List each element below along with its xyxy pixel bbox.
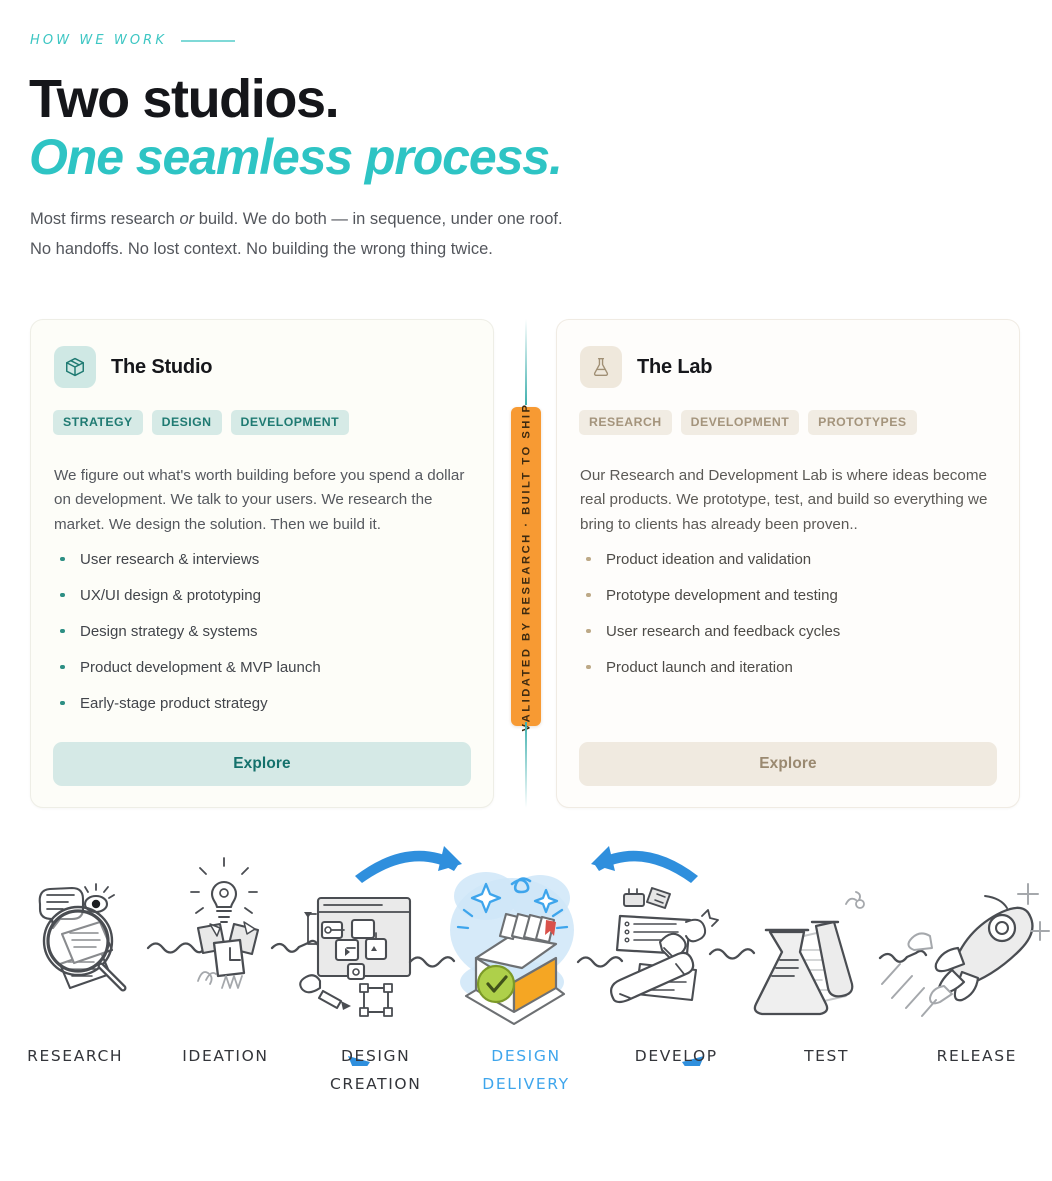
card-title: The Lab	[637, 355, 713, 378]
status-badge-label: VALIDATED BY RESEARCH · BUILT TO SHIP	[520, 402, 532, 731]
lede-emphasis: or	[179, 210, 195, 228]
process-step-label-line1: DESIGN	[491, 1047, 561, 1065]
flask-tube-icon	[753, 891, 865, 1016]
list-item: UX/UI design & prototyping	[60, 586, 493, 622]
process-step-develop: DEVELOP	[601, 1042, 751, 1098]
process-step-label-line1: DESIGN	[341, 1047, 411, 1065]
eyebrow-label: HOW WE WORK	[30, 33, 167, 48]
process-step-design-creation: DESIGN CREATION	[301, 1042, 451, 1098]
list-item: Product ideation and validation	[586, 550, 1019, 586]
process-step-label-line1: TEST	[804, 1047, 850, 1065]
card-description: Our Research and Development Lab is wher…	[580, 467, 988, 533]
card-the-lab[interactable]: The Lab RESEARCH DEVELOPMENT PROTOTYPES …	[556, 319, 1020, 808]
tag-research: RESEARCH	[579, 410, 672, 435]
list-item: User research and feedback cycles	[586, 622, 1019, 658]
card-header: The Lab	[557, 320, 1019, 388]
page-title-line-2: One seamless process.	[29, 129, 563, 185]
process-step-label-line1: RELEASE	[936, 1047, 1018, 1065]
flow-arrow-bottom-right	[682, 1056, 704, 1066]
process-step-research: RESEARCH	[0, 1042, 150, 1098]
connector-line-bottom	[525, 722, 527, 808]
card-header: The Studio	[31, 320, 493, 388]
process-step-labels: RESEARCH IDEATION DESIGN CREATION DESIGN…	[0, 1042, 1052, 1098]
process-step-design-delivery: DESIGN DELIVERY	[451, 1042, 601, 1098]
flask-icon	[580, 346, 622, 388]
eyebrow-rule	[180, 40, 235, 42]
wireframe-pen-icon	[299, 896, 412, 1017]
list-item: Product launch and iteration	[586, 658, 1019, 677]
process-step-test: TEST	[751, 1042, 901, 1098]
lede-text-a: Most firms research	[30, 210, 180, 228]
tag-development: DEVELOPMENT	[230, 410, 350, 435]
flow-arrow-bottom-left	[348, 1056, 370, 1066]
process-step-label-line2: DELIVERY	[482, 1075, 570, 1093]
flow-arrow-top-right	[591, 846, 698, 883]
process-step-label-line2: CREATION	[329, 1075, 422, 1093]
explore-button-lab[interactable]: Explore	[579, 742, 997, 786]
process-step-label-line1: RESEARCH	[27, 1047, 124, 1065]
card-title: The Studio	[111, 355, 213, 378]
process-step-release: RELEASE	[902, 1042, 1052, 1098]
tag-prototypes: PROTOTYPES	[808, 410, 917, 435]
eyebrow: HOW WE WORK	[30, 33, 235, 48]
tag-development: DEVELOPMENT	[680, 410, 800, 435]
lede-line-2: No handoffs. No lost context. No buildin…	[30, 240, 493, 258]
list-item: User research & interviews	[60, 550, 493, 586]
list-item: Design strategy & systems	[60, 622, 493, 658]
connector-line-top	[525, 319, 527, 405]
lede-text-b: build. We do both — in sequence, under o…	[194, 210, 563, 228]
tag-design: DESIGN	[151, 410, 222, 435]
rocket-icon	[881, 883, 1050, 1017]
tag-strategy: STRATEGY	[53, 410, 143, 435]
cube-icon	[54, 346, 96, 388]
list-item: Early-stage product strategy	[60, 694, 493, 713]
status-badge: VALIDATED BY RESEARCH · BUILT TO SHIP	[511, 402, 541, 731]
lede-line-1: Most firms research or build. We do both…	[30, 204, 730, 234]
explore-button-studio[interactable]: Explore	[53, 742, 471, 786]
process-flow-diagram: RESEARCH IDEATION DESIGN CREATION DESIGN…	[0, 836, 1052, 1181]
list-item: Prototype development and testing	[586, 586, 1019, 622]
center-connector: VALIDATED BY RESEARCH · BUILT TO SHIP	[511, 319, 541, 808]
lightbulb-files-icon	[190, 857, 260, 989]
flow-arrow-top-left	[355, 846, 462, 883]
process-step-label-line1: DEVELOP	[634, 1047, 718, 1065]
list-item: Product development & MVP launch	[60, 658, 493, 694]
card-feature-list: User research & interviews UX/UI design …	[31, 537, 493, 713]
process-step-label-line1: IDEATION	[182, 1047, 269, 1065]
process-step-ideation: IDEATION	[150, 1042, 300, 1098]
magnifier-document-icon	[38, 883, 127, 992]
card-feature-list: Product ideation and validation Prototyp…	[557, 537, 1019, 677]
card-the-studio[interactable]: The Studio STRATEGY DESIGN DEVELOPMENT W…	[30, 319, 494, 808]
page-title-line-1: Two studios.	[29, 69, 340, 129]
code-tools-icon	[609, 887, 719, 1004]
lede: Most firms research or build. We do both…	[30, 204, 730, 264]
tag-list: RESEARCH DEVELOPMENT PROTOTYPES	[557, 388, 1019, 435]
file-box-check-icon	[450, 872, 574, 1026]
card-description: We figure out what's worth building befo…	[54, 467, 465, 533]
tag-list: STRATEGY DESIGN DEVELOPMENT	[31, 388, 493, 435]
